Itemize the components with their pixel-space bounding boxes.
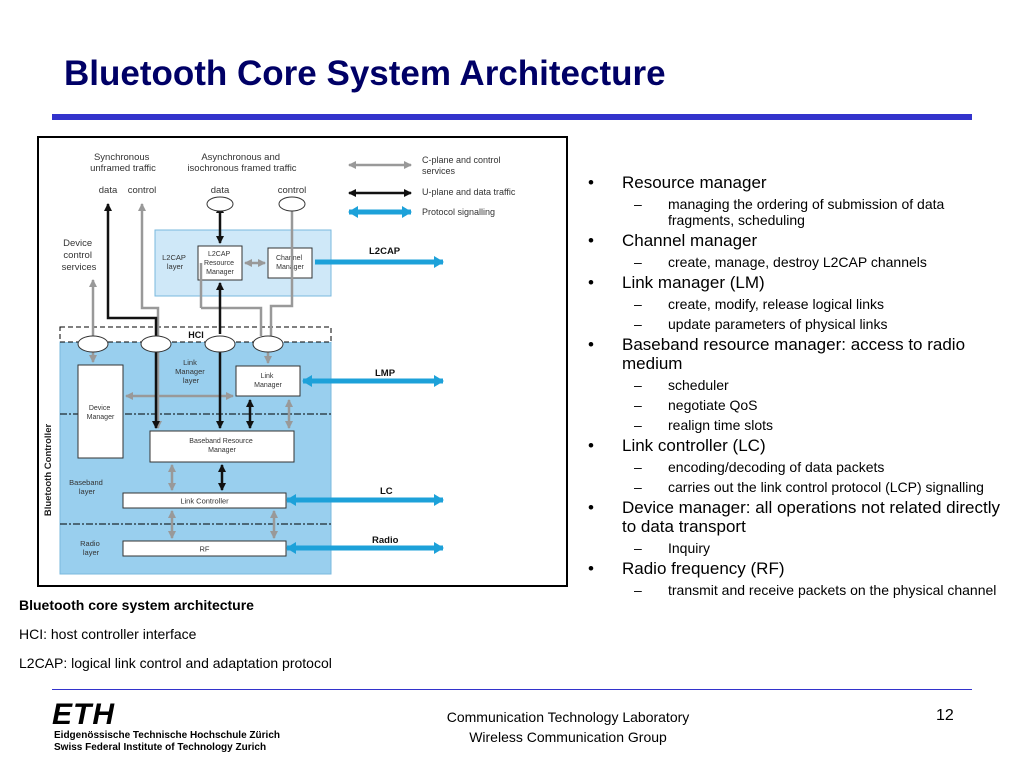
sub-bullet-item: negotiate QoS <box>582 397 1012 413</box>
async-traffic-label: Asynchronous and isochronous framed traf… <box>187 152 296 174</box>
bullet-item: Radio frequency (RF) <box>582 559 1012 578</box>
eth-logo: ETH Eidgenössische Technische Hochschule… <box>52 700 292 760</box>
architecture-diagram-svg: Synchronous unframed traffic Asynchronou… <box>43 152 516 575</box>
channel-manager-label: Channel Manager <box>276 255 304 271</box>
hci-oval <box>77 335 109 353</box>
baseband-resource-manager-box <box>149 430 295 463</box>
caption-title: Bluetooth core system architecture <box>19 597 254 613</box>
sub-bullet-item: encoding/decoding of data packets <box>582 459 1012 475</box>
caption-hci: HCI: host controller interface <box>19 626 197 642</box>
l2cap-layer-label: L2CAP layer <box>162 253 188 271</box>
footer-affiliation: Communication Technology Laboratory Wire… <box>390 707 746 747</box>
hci-label: HCI <box>188 330 204 340</box>
sub-bullet-item: update parameters of physical links <box>582 316 1012 332</box>
lc-signal-label: LC <box>380 486 393 497</box>
bt-controller-label: Bluetooth Controller <box>43 424 54 517</box>
caption-l2cap: L2CAP: logical link control and adaptati… <box>19 655 332 671</box>
l2cap-resource-manager-label: L2CAP Resource Manager <box>204 251 236 276</box>
sub-bullet-item: transmit and receive packets on the phys… <box>582 582 1012 598</box>
bullet-item: Resource manager <box>582 173 1012 192</box>
page-title: Bluetooth Core System Architecture <box>64 54 666 93</box>
bullet-list: Resource manager managing the ordering o… <box>582 170 1012 598</box>
hci-oval <box>252 335 284 353</box>
legend-uplane-label: U-plane and data traffic <box>422 187 516 197</box>
radio-layer-label: Radio layer <box>80 539 102 557</box>
sub-bullet-item: Inquiry <box>582 540 1012 556</box>
legend-protocol-label: Protocol signalling <box>422 207 495 217</box>
device-control-label: Device control services <box>62 238 97 273</box>
bullet-item: Link manager (LM) <box>582 273 1012 292</box>
port-oval <box>206 196 234 212</box>
bullet-item: Link controller (LC) <box>582 436 1012 455</box>
sub-bullet-item: scheduler <box>582 377 1012 393</box>
sub-bullet-item: create, modify, release logical links <box>582 296 1012 312</box>
lm-layer-label: Link Manager layer <box>175 358 207 385</box>
port-oval <box>278 196 306 212</box>
eth-logo-mark: ETH <box>52 698 115 731</box>
architecture-diagram: Synchronous unframed traffic Asynchronou… <box>37 136 568 587</box>
legend-cplane-label: C-plane and control services <box>422 155 503 176</box>
link-manager-label: Link Manager <box>254 373 282 389</box>
rf-label: RF <box>200 545 210 554</box>
link-controller-label: Link Controller <box>180 497 229 506</box>
sub-bullet-item: realign time slots <box>582 417 1012 433</box>
port-label-control: control <box>278 185 307 196</box>
title-divider <box>52 114 972 120</box>
baseband-layer-label: Baseband layer <box>69 478 105 496</box>
sync-traffic-label: Synchronous unframed traffic <box>90 152 156 174</box>
page-number: 12 <box>936 707 954 724</box>
port-label-control: control <box>128 185 157 196</box>
radio-signal-label: Radio <box>372 535 399 546</box>
l2cap-signal-label: L2CAP <box>369 246 401 257</box>
bullet-item: Channel manager <box>582 231 1012 250</box>
port-label-data: data <box>99 185 118 196</box>
hci-oval <box>140 335 172 353</box>
device-manager-label: Device Manager <box>87 405 115 421</box>
sub-bullet-item: managing the ordering of submission of d… <box>582 196 1012 228</box>
sub-bullet-item: carries out the link control protocol (L… <box>582 479 1012 495</box>
bullet-item: Baseband resource manager: access to rad… <box>582 335 1012 373</box>
footer-lab: Communication Technology Laboratory <box>446 709 690 725</box>
hci-oval <box>204 335 236 353</box>
control-path <box>269 203 296 336</box>
footer-group: Wireless Communication Group <box>469 729 667 745</box>
channel-manager-box <box>267 247 313 279</box>
data-path <box>104 203 160 429</box>
port-label-data: data <box>211 185 230 196</box>
lmp-signal-label: LMP <box>375 368 396 379</box>
link-manager-box <box>235 365 301 397</box>
l2cap-resource-manager-box <box>197 245 243 281</box>
baseband-resource-manager-label: Baseband Resource Manager <box>189 438 254 454</box>
eth-logo-line2: Swiss Federal Institute of Technology Zu… <box>54 742 267 753</box>
eth-logo-line1: Eidgenössische Technische Hochschule Zür… <box>54 730 280 741</box>
footer-divider <box>52 689 972 690</box>
bullet-item: Device manager: all operations not relat… <box>582 498 1012 536</box>
sub-bullet-item: create, manage, destroy L2CAP channels <box>582 254 1012 270</box>
